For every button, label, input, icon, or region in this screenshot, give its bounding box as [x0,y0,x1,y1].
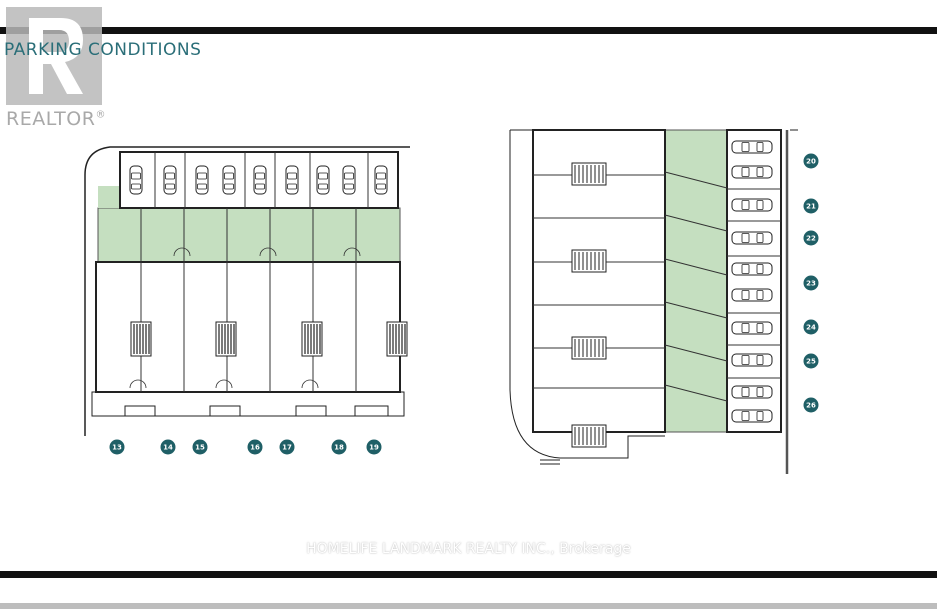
bottom-divider [0,571,937,578]
unit-number: 26 [806,402,816,410]
car-icon [731,231,773,245]
realtor-logo: REALTOR® [3,4,107,130]
unit-number: 20 [806,158,816,166]
footer-bar [0,603,937,609]
car-icon [731,198,773,212]
door-swing [173,247,191,257]
unit-badge: 18 [331,439,347,455]
car-icon [253,165,267,195]
unit-badge: 17 [279,439,295,455]
unit-badge: 22 [803,230,819,246]
top-divider [0,27,937,34]
unit-badge: 20 [803,153,819,169]
unit-number: 17 [282,444,292,452]
unit-number: 21 [806,203,816,211]
unit-badge: 24 [803,319,819,335]
brokerage-watermark: HOMELIFE LANDMARK REALTY INC., Brokerage [306,541,631,557]
stair-icon [571,336,607,360]
stair-icon [571,249,607,273]
stair-icon [130,321,152,357]
car-icon [731,262,773,276]
door-swing [129,379,147,389]
car-icon [316,165,330,195]
unit-badge: 13 [109,439,125,455]
unit-number: 19 [369,444,379,452]
car-icon [195,165,209,195]
car-icon [731,353,773,367]
door-swing [259,247,277,257]
door-swing [301,379,319,389]
door-swing [343,247,361,257]
stair-icon [301,321,323,357]
car-icon [129,165,143,195]
car-icon [731,288,773,302]
car-icon [222,165,236,195]
stair-icon [571,424,607,448]
car-icon [731,385,773,399]
unit-badge: 15 [192,439,208,455]
car-icon [374,165,388,195]
car-icon [731,140,773,154]
unit-badge: 19 [366,439,382,455]
page-title: PARKING CONDITIONS [4,40,202,60]
car-icon [731,409,773,423]
unit-number: 22 [806,235,816,243]
realtor-r-logo-icon [29,18,83,94]
car-icon [731,165,773,179]
logo-wordmark: REALTOR® [6,108,106,130]
unit-number: 16 [250,444,260,452]
car-icon [285,165,299,195]
unit-badge: 25 [803,353,819,369]
unit-number: 23 [806,280,816,288]
unit-badge: 21 [803,198,819,214]
unit-number: 18 [334,444,344,452]
car-icon [163,165,177,195]
car-icon [731,321,773,335]
unit-number: 15 [195,444,205,452]
unit-badge: 16 [247,439,263,455]
unit-badge: 14 [160,439,176,455]
car-icon [342,165,356,195]
unit-badge: 23 [803,275,819,291]
unit-badge: 26 [803,397,819,413]
unit-number: 13 [112,444,122,452]
unit-number: 24 [806,324,816,332]
stair-icon [215,321,237,357]
unit-number: 25 [806,358,816,366]
stair-icon [386,321,408,357]
stair-icon [571,162,607,186]
door-swing [215,379,233,389]
unit-number: 14 [163,444,173,452]
